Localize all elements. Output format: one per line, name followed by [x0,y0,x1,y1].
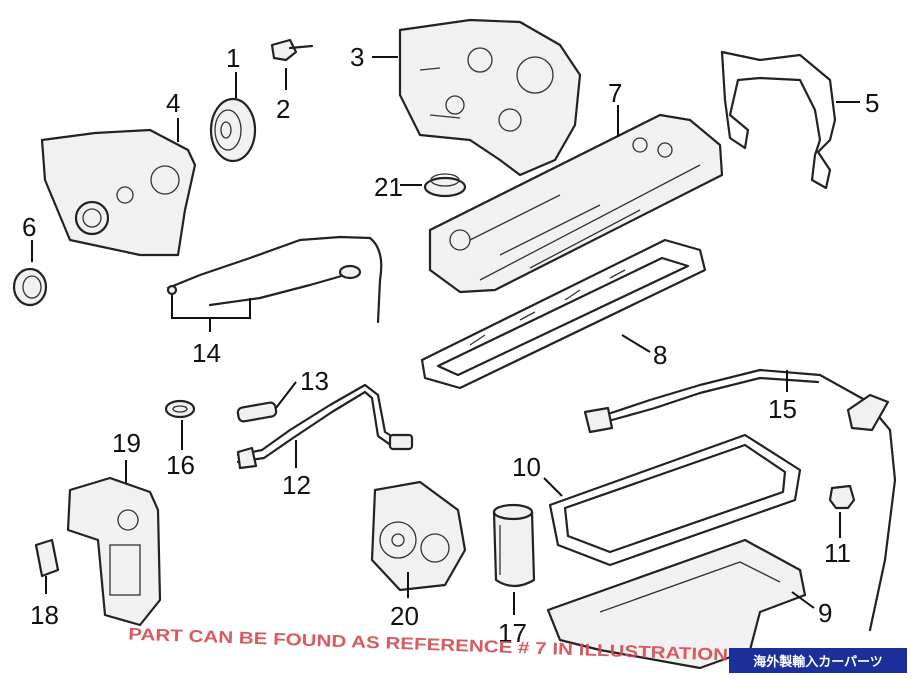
callout-3: 3 [350,42,364,72]
part-19-housing [66,476,162,627]
callout-6: 6 [22,212,36,242]
callout-16: 16 [166,450,195,480]
part-17-oil-filter [492,503,536,588]
part-3-front-cover [398,18,582,177]
part-14-harness [166,235,383,324]
part-11-drain-plug [828,484,856,510]
callout-7: 7 [608,78,622,108]
callout-5: 5 [865,88,879,118]
callout-11: 11 [824,538,851,568]
callout-8: 8 [653,340,667,370]
callout-4: 4 [166,88,180,118]
leader-lines [31,56,860,615]
part-13-gasket [236,401,278,423]
callout-15: 15 [768,394,797,424]
part-20-oil-pump [370,480,467,592]
part-4-timing-cover [40,128,197,257]
part-10-pan-gasket [548,433,802,567]
callout-2: 2 [276,94,290,124]
part-6-seal [12,267,48,307]
part-9-oil-pan [546,538,807,670]
part-12-tube [236,383,414,470]
callout-14: 14 [192,338,221,368]
part-21-cap [423,173,467,198]
shop-badge: 海外製輸入カーパーツ [729,648,907,673]
callout-21: 21 [374,172,403,202]
callout-numbers: 1 2 3 4 5 6 7 8 9 10 11 12 13 14 15 16 1… [22,42,879,648]
part-2-bolt [270,38,314,62]
callout-18: 18 [30,600,59,630]
callout-20: 20 [390,601,419,631]
callout-12: 12 [282,470,311,500]
callout-1: 1 [226,43,240,73]
part-5-gasket [720,50,837,190]
part-8-gasket [420,238,707,390]
part-15-dipstick [583,368,897,632]
callout-10: 10 [512,452,541,482]
callout-19: 19 [112,428,141,458]
callout-9: 9 [818,598,832,628]
part-16-o-ring [164,399,196,419]
part-1-pulley [209,97,257,163]
callout-17: 17 [498,618,527,648]
callout-13: 13 [300,366,329,396]
part-18-plug [34,538,60,578]
part-7-valve-cover [428,113,724,294]
